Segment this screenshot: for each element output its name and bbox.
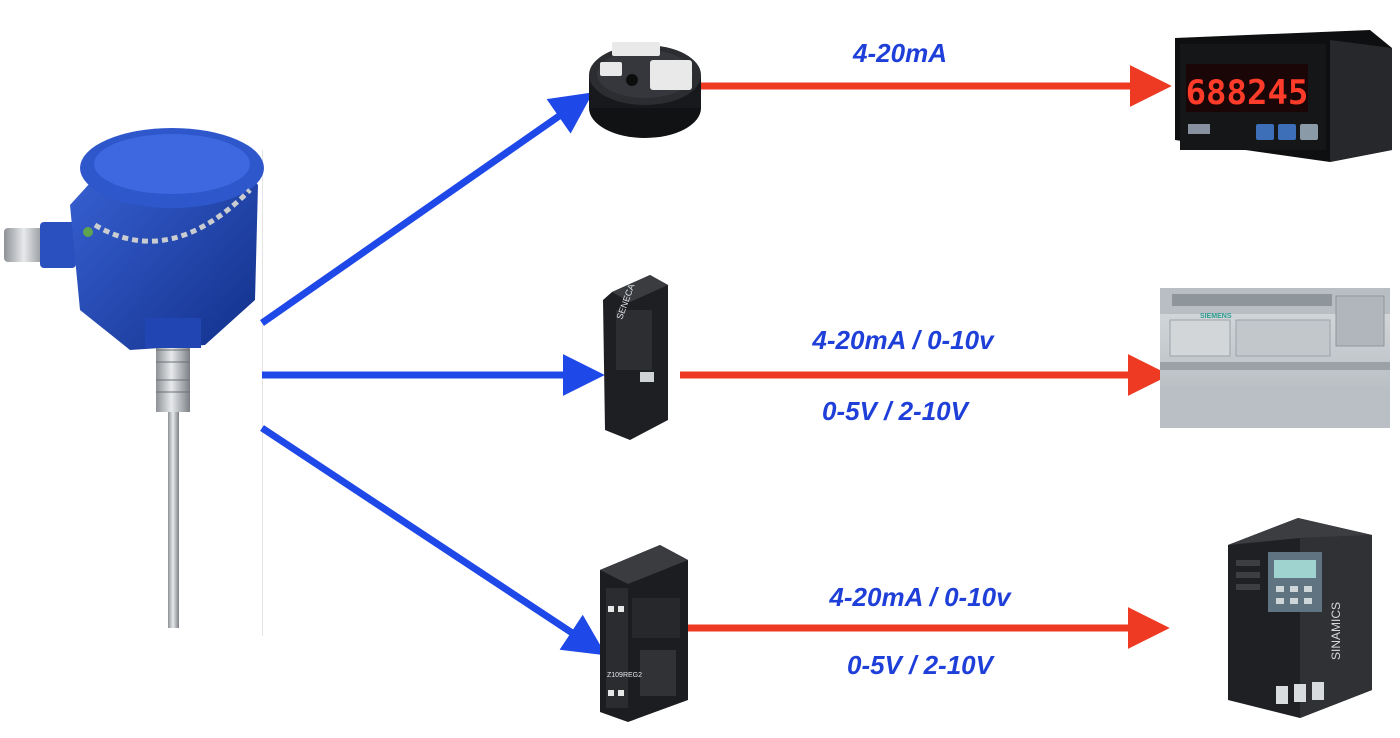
signal-label-top: 4-20mA [853,38,947,68]
signal-label-bottom-upper: 4-20mA / 0-10v [829,582,1011,612]
sensor-divider-line [262,150,263,636]
signal-label-middle-lower: 0-5V / 2-10V [822,396,968,426]
signal-label-bottom-lower: 0-5V / 2-10V [847,650,993,680]
panel-meter-display: 688245 [1186,73,1309,113]
vfd-drive-icon: SINAMICS [1228,518,1372,718]
din-rail-converter-icon: SENECA [603,275,668,440]
head-mount-transmitter-icon [589,42,701,138]
panel-meter-icon: 688245 [1175,30,1392,162]
isolator-model-label: Z109REG2 [607,672,642,679]
vfd-brand-label: SINAMICS [1329,602,1343,660]
plc-icon: SIEMENS [1160,288,1390,428]
input-arrow-to-head-transmitter [259,92,594,326]
signal-label-middle-upper: 4-20mA / 0-10v [812,325,994,355]
din-rail-isolator-icon: Z109REG2 [600,545,688,722]
input-arrow-to-din-isolator [260,425,607,656]
plc-brand-label: SIEMENS [1200,313,1232,320]
thermocouple-sensor-icon [4,128,264,628]
